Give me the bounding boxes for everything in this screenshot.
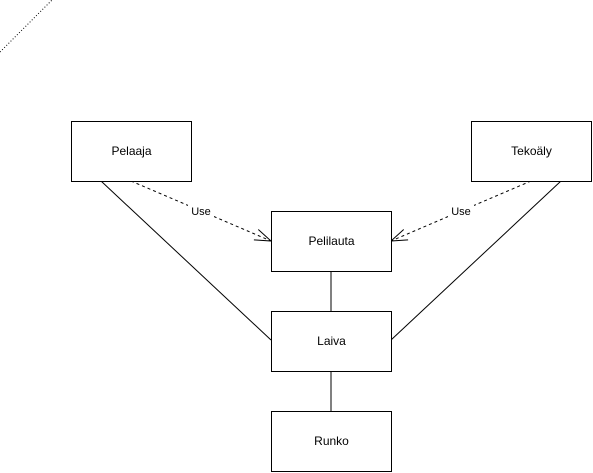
node-label: Runko [314,434,349,448]
node-box [71,121,192,182]
edge-tekoaly-pelilauta[interactable]: Use [389,180,532,242]
node-tekoaly[interactable]: Tekoäly [471,121,592,182]
node-label: Tekoäly [511,144,552,158]
edge-tekoaly-laiva[interactable] [390,180,562,341]
node-laiva[interactable]: Laiva [271,311,392,372]
edge-label-background [188,205,214,219]
edge-pelaaja-pelilauta[interactable]: Use [130,180,273,242]
edge-label-use: Use [191,206,211,218]
node-pelilauta[interactable]: Pelilauta [271,211,392,272]
edge-label-background [448,205,474,219]
node-pelaaja[interactable]: Pelaaja [71,121,192,182]
open-arrowhead-icon [253,229,273,242]
node-label: Pelaaja [111,144,151,158]
edge-label-use: Use [451,206,471,218]
node-label: Pelilauta [308,234,354,248]
dependency-line [130,180,272,242]
node-box [271,311,392,372]
open-arrowhead-icon [389,229,409,242]
stray-dotted-line [0,0,53,53]
node-box [271,211,392,272]
node-label: Laiva [317,334,346,348]
edge-pelaaja-laiva[interactable] [100,180,272,341]
node-runko[interactable]: Runko [271,411,392,472]
node-box [471,121,592,182]
dependency-line [390,180,532,242]
node-box [271,411,392,472]
